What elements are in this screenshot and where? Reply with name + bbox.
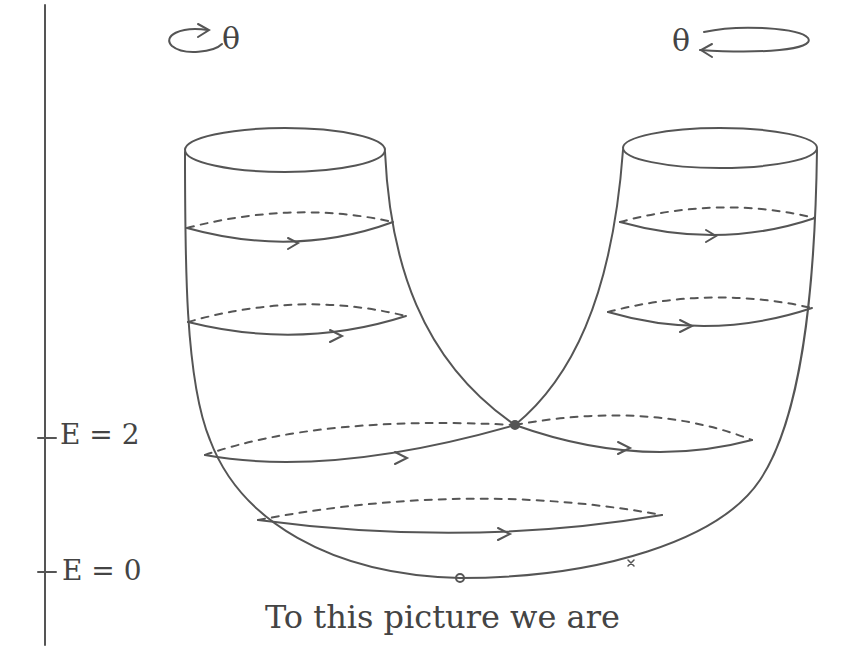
mark	[628, 560, 634, 566]
level-curve-hidden	[620, 207, 815, 222]
level-curve	[188, 316, 406, 335]
tube-rim	[623, 128, 817, 168]
axis-label: E = 2	[60, 420, 140, 451]
level-curve	[620, 218, 815, 235]
arrowhead	[618, 442, 630, 454]
arrowhead	[701, 44, 712, 57]
axis-tick	[38, 571, 56, 573]
surface-outline	[385, 150, 623, 425]
saddle-point	[511, 421, 519, 429]
level-curve-hidden	[187, 212, 393, 228]
note-text: To this picture we are	[265, 600, 620, 635]
rotation-arrow	[700, 28, 809, 52]
arrowhead	[330, 330, 342, 342]
arrowhead	[395, 452, 407, 464]
surface-outline	[185, 150, 817, 578]
angle-label: θ	[672, 24, 690, 57]
tube-rim	[185, 128, 385, 172]
level-curve-hidden	[515, 415, 752, 440]
minimum-point	[456, 574, 464, 582]
angle-label: θ	[222, 22, 240, 55]
arrowhead	[198, 24, 209, 37]
arrowhead	[498, 528, 510, 540]
level-curve-hidden	[188, 304, 406, 322]
level-curve	[258, 515, 662, 533]
arrowhead	[288, 238, 298, 249]
axis-tick	[38, 437, 56, 439]
level-curve	[608, 308, 812, 326]
level-curve-hidden	[608, 297, 812, 312]
arrowhead	[680, 320, 692, 332]
level-curve-hidden	[205, 423, 515, 455]
axis-label: E = 0	[62, 556, 142, 587]
energy-axis	[44, 5, 46, 645]
rotation-arrow	[169, 29, 222, 52]
level-curve	[205, 425, 515, 462]
level-curve-hidden	[258, 499, 662, 520]
arrowhead	[706, 230, 716, 242]
